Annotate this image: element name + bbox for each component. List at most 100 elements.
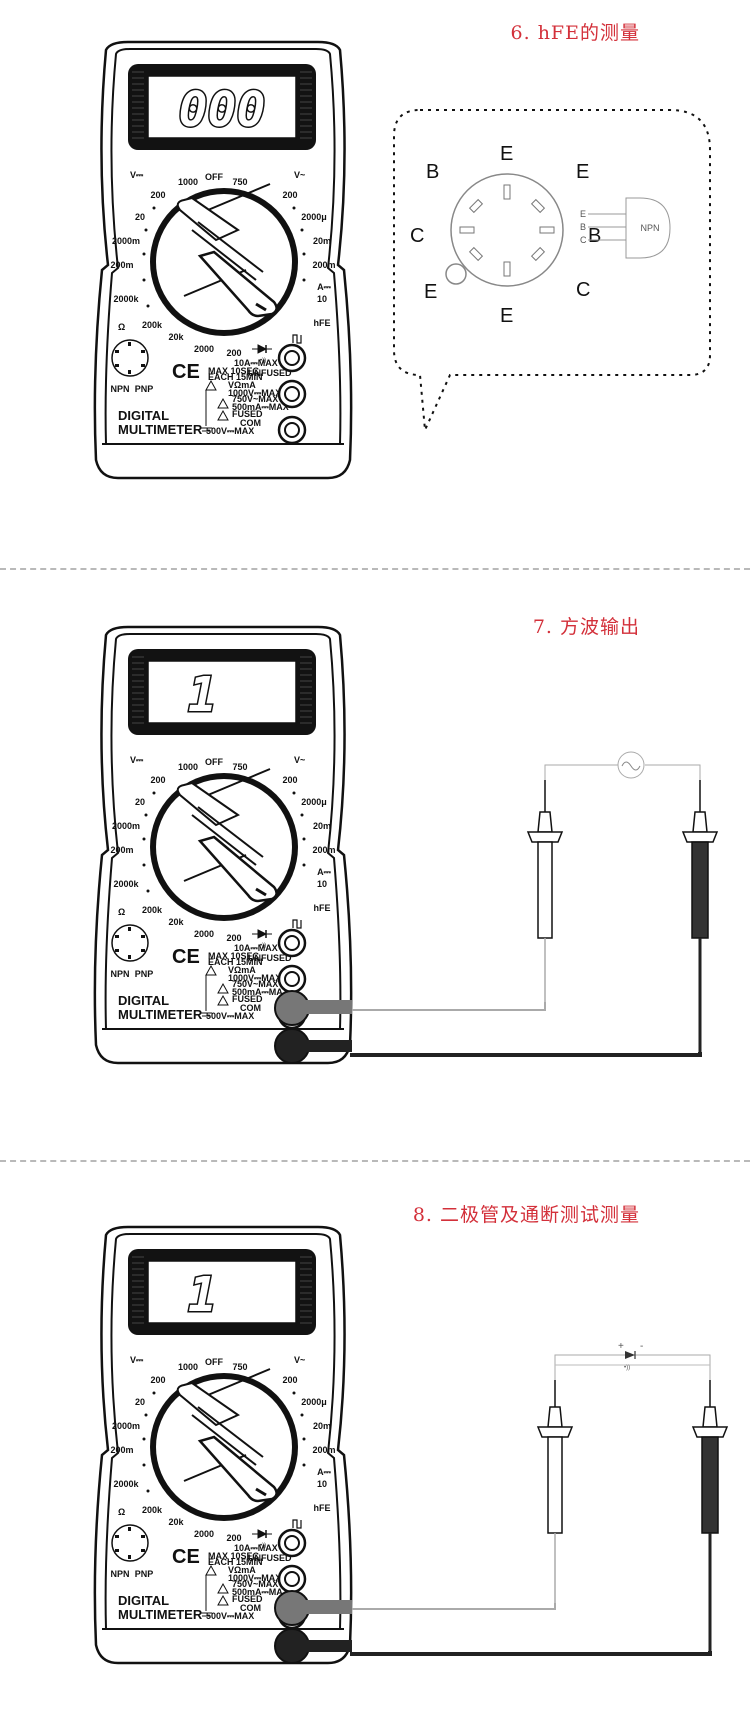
jack-vohm[interactable] — [277, 379, 307, 409]
range-label: 200m — [312, 845, 335, 855]
jack-note: 500V⎓MAX — [206, 1611, 254, 1621]
lcd-screen — [147, 75, 297, 139]
socket-pin-e: E — [500, 143, 513, 165]
transistor-socket[interactable] — [111, 1524, 149, 1562]
range-label: 2000k — [113, 879, 139, 889]
jack-label-10a: 10A⎓MAX — [234, 1543, 278, 1553]
transistor-socket[interactable] — [111, 924, 149, 962]
svg-text:•)): •)) — [260, 358, 266, 364]
npn-label: NPN — [110, 384, 129, 394]
jack-note: 1000V⎓MAX — [228, 1573, 281, 1583]
lcd-reading: 1 — [188, 1267, 217, 1323]
jack-note: UNFUSED — [248, 368, 292, 378]
warning-icon — [205, 379, 217, 391]
jack-10a[interactable] — [277, 343, 307, 373]
vdc-label: V⎓ — [130, 1355, 144, 1365]
range-label: 200m — [312, 1445, 335, 1455]
warning-icon — [205, 1564, 217, 1576]
warning-icon — [217, 982, 229, 994]
ohm-label: Ω — [118, 322, 125, 332]
jack-vohm[interactable] — [277, 964, 307, 994]
jack-note: MAX 10SEC — [208, 1551, 260, 1561]
jack-note: 500mA⎓MAX — [232, 987, 289, 997]
multimeter-hfe: 000 V⎓ V~ OFF 1000 750 200 200 20 2000μ … — [88, 40, 358, 480]
section-title-diode: 8. 二极管及通断测试测量 — [412, 1204, 640, 1226]
transistor-socket[interactable] — [111, 339, 149, 377]
adc-label: A⎓ — [317, 867, 331, 877]
range-label: 200 — [282, 775, 297, 785]
jack-note: 500V⎓MAX — [206, 426, 254, 436]
brand-line-2: MULTIMETER — [118, 1007, 203, 1022]
range-label: 2000k — [113, 294, 139, 304]
jack-note: 750V~MAX — [232, 979, 278, 989]
ce-mark: CE — [172, 361, 200, 383]
signal-source-icon — [617, 751, 645, 779]
section-divider — [0, 568, 750, 570]
transistor-pin-label: E — [580, 209, 586, 219]
socket-pin-c: C — [576, 279, 590, 301]
plug-red-lead-shaft — [304, 1000, 352, 1014]
range-label: 2000 — [194, 929, 214, 939]
range-label: 2000k — [113, 1479, 139, 1489]
jack-label-vohm: VΩmA — [228, 380, 256, 390]
vdc-label: V⎓ — [130, 755, 144, 765]
range-label: 200 — [150, 190, 165, 200]
jack-10a[interactable] — [277, 928, 307, 958]
range-label: 1000 — [178, 762, 198, 772]
jack-vohm[interactable] — [277, 1564, 307, 1594]
vdc-label: V⎓ — [130, 170, 144, 180]
warning-icon — [217, 1594, 229, 1606]
range-label: 200k — [142, 905, 163, 915]
range-label: 2000 — [194, 344, 214, 354]
dial-pointer[interactable] — [197, 1435, 278, 1503]
probe-black-icon — [691, 1380, 729, 1651]
jack-label-com: COM — [240, 418, 261, 428]
brand-line-1: DIGITAL — [118, 1593, 169, 1608]
npn-transistor-icon: E B C NPN — [580, 197, 671, 259]
warning-icon — [205, 964, 217, 976]
range-label: 10 — [317, 294, 327, 304]
range-label: 2000m — [112, 821, 140, 831]
jack-note: 500mA⎓MAX — [232, 1587, 289, 1597]
range-label: 10 — [317, 1479, 327, 1489]
range-label: 2000m — [112, 1421, 140, 1431]
polarity-plus: + — [618, 1341, 624, 1352]
warning-icon — [217, 994, 229, 1006]
jack-note: 500mA⎓MAX — [232, 402, 289, 412]
diode-symbol-icon: + - •)) — [618, 1341, 643, 1371]
range-label: 200 — [282, 1375, 297, 1385]
diode-buzzer-icon: •)) — [252, 344, 272, 364]
lcd-reading: 1 — [188, 667, 217, 723]
socket-pin-b: B — [426, 161, 439, 183]
ce-mark: CE — [172, 946, 200, 968]
dial-pointer[interactable] — [197, 250, 278, 318]
jack-note: FUSED — [232, 409, 263, 419]
lcd-screen — [147, 660, 297, 724]
hfe-label: hFE — [314, 903, 331, 913]
adc-label: A⎓ — [317, 282, 331, 292]
square-wave-icon — [292, 919, 302, 929]
range-label: 20 — [135, 212, 145, 222]
jack-10a[interactable] — [277, 1528, 307, 1558]
jack-com[interactable] — [277, 415, 307, 445]
brand-line-1: DIGITAL — [118, 408, 169, 423]
jack-note: 750V~MAX — [232, 1579, 278, 1589]
jack-note: UNFUSED — [248, 1553, 292, 1563]
jack-note: FUSED — [232, 994, 263, 1004]
probe-red-icon — [536, 1380, 574, 1603]
jack-note: EACH 15MIN — [208, 1557, 263, 1567]
transistor-pin-label: C — [580, 235, 587, 245]
range-label: 200 — [282, 190, 297, 200]
dial-pointer[interactable] — [197, 835, 278, 903]
jack-label-com: COM — [240, 1003, 261, 1013]
range-label: 20 — [135, 797, 145, 807]
range-label: 2000μ — [301, 212, 327, 222]
range-label: 200k — [142, 1505, 163, 1515]
off-label: OFF — [205, 172, 223, 182]
range-label: 200k — [142, 320, 163, 330]
hfe-label: hFE — [314, 1503, 331, 1513]
range-label: 1000 — [178, 177, 198, 187]
jack-note: EACH 15MIN — [208, 957, 263, 967]
plug-black-lead-shaft — [304, 1040, 352, 1052]
socket-pin-c: C — [410, 225, 424, 247]
